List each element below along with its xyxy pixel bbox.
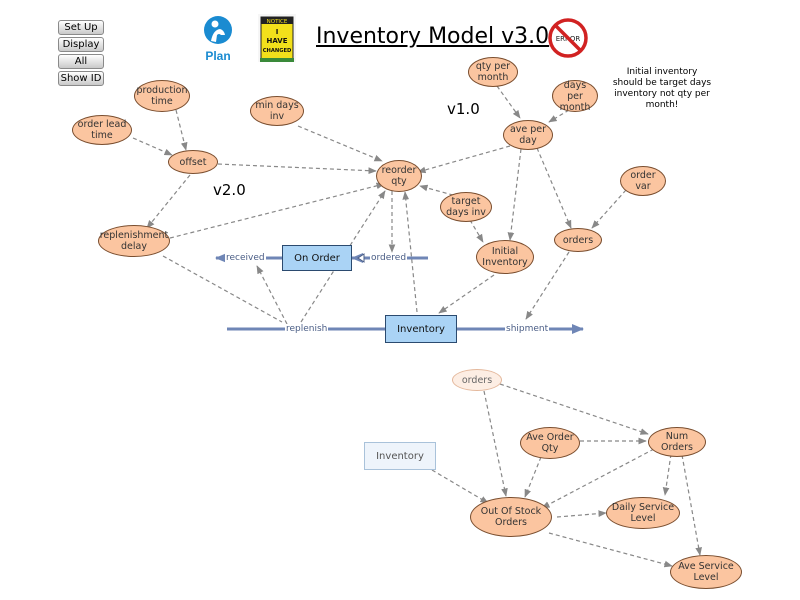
variable-production-time[interactable]: production time xyxy=(134,80,190,112)
variable-daily-service-level[interactable]: Daily Service Level xyxy=(606,497,680,529)
variable-days-per-month[interactable]: days per month xyxy=(552,80,598,113)
flow-label-ordered[interactable]: ordered xyxy=(370,253,408,263)
variable-qty-per-month[interactable]: qty per month xyxy=(468,57,518,87)
ghost-variable-orders[interactable]: orders xyxy=(452,369,502,391)
page-title: Inventory Model v3.0 xyxy=(316,24,550,49)
version-label-v2: v2.0 xyxy=(213,181,246,199)
flow-label-received[interactable]: received xyxy=(225,253,266,263)
svg-text:HAVE: HAVE xyxy=(267,37,288,45)
variable-replenishment-delay[interactable]: replenishment delay xyxy=(98,225,170,257)
variable-reorder-qty[interactable]: reorder qty xyxy=(376,160,422,192)
plan-logo: Plan xyxy=(198,14,238,63)
variable-num-orders[interactable]: Num Orders xyxy=(648,427,706,457)
model-note: Initial inventory should be target days … xyxy=(612,67,712,110)
variable-ave-service-level[interactable]: Ave Service Level xyxy=(670,555,742,589)
display-button[interactable]: Display xyxy=(58,37,104,52)
variable-order-lead-time[interactable]: order lead time xyxy=(72,115,132,145)
notice-sign-image: NOTICE I HAVE CHANGED xyxy=(258,14,296,62)
show-id-button[interactable]: Show ID xyxy=(58,71,104,86)
setup-button[interactable]: Set Up xyxy=(58,20,104,35)
stock-on-order[interactable]: On Order xyxy=(282,245,352,271)
svg-text:NOTICE: NOTICE xyxy=(267,19,288,25)
variable-min-days-inv[interactable]: min days inv xyxy=(250,96,304,126)
version-label-v1: v1.0 xyxy=(447,100,480,118)
flow-label-replenish[interactable]: replenish xyxy=(285,324,329,334)
all-button[interactable]: All xyxy=(58,54,104,69)
plan-logo-text: Plan xyxy=(205,49,230,62)
ghost-stock-inventory[interactable]: Inventory xyxy=(364,442,436,470)
no-error-icon: ERROR xyxy=(547,17,589,59)
influence-connectors xyxy=(132,85,702,568)
svg-text:CHANGED: CHANGED xyxy=(263,48,292,54)
variable-order-var[interactable]: order var xyxy=(620,166,666,196)
variable-ave-order-qty[interactable]: Ave Order Qty xyxy=(520,427,580,459)
variable-ave-per-day[interactable]: ave per day xyxy=(503,120,553,150)
variable-offset[interactable]: offset xyxy=(168,150,218,174)
variable-out-of-stock-orders[interactable]: Out Of Stock Orders xyxy=(470,497,552,537)
stock-inventory[interactable]: Inventory xyxy=(385,315,457,343)
variable-initial-inventory[interactable]: Initial Inventory xyxy=(476,240,534,274)
variable-target-days-inv[interactable]: target days inv xyxy=(440,192,492,222)
variable-orders[interactable]: orders xyxy=(554,228,602,252)
flow-label-shipment[interactable]: shipment xyxy=(505,324,550,334)
svg-text:I: I xyxy=(276,28,279,36)
